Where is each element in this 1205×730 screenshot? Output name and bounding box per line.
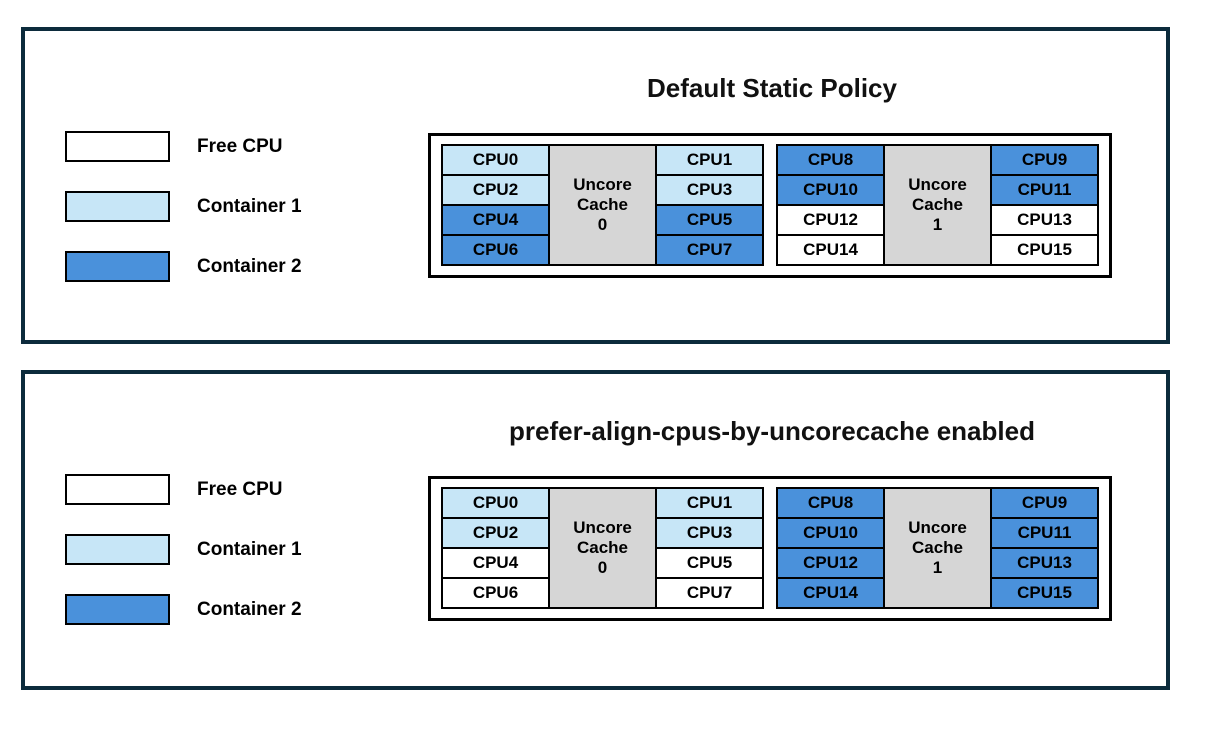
cpu-cell-cpu2: CPU2 [441,517,550,549]
cpu-cell-cpu9: CPU9 [990,144,1099,176]
cpu-cell-cpu6: CPU6 [441,234,550,266]
legend-swatch-container2 [65,594,170,625]
panel-title: prefer-align-cpus-by-uncorecache enabled [509,416,1035,446]
cpu-cell-cpu15: CPU15 [990,577,1099,609]
cpu-cell-cpu11: CPU11 [990,174,1099,206]
cpu-cell-cpu1: CPU1 [655,144,764,176]
cpu-cell-cpu7: CPU7 [655,577,764,609]
cpu-cell-cpu3: CPU3 [655,174,764,206]
uncore-cache-label-line: Cache [911,538,964,557]
legend-label: Container 2 [197,255,302,277]
cpu-cell-cpu4: CPU4 [441,204,550,236]
legend-item: Free CPU [65,131,302,162]
policy-panel: Default Static Policy Free CPU Container … [21,27,1170,344]
uncore-cache-label-line: Uncore [908,175,967,194]
uncore-cache-label-line: Cache [911,195,964,214]
uncore-cache-label-line: 0 [597,215,608,234]
uncore-cache-label-line: Uncore [573,518,632,537]
cpu-cell-cpu7: CPU7 [655,234,764,266]
legend-label: Free CPU [197,135,283,157]
uncore-cache-label-line: 1 [932,558,943,577]
cpu-cell-cpu8: CPU8 [776,487,885,519]
cpu-cell-cpu5: CPU5 [655,547,764,579]
uncore-cache-label-line: Cache [576,195,629,214]
cpu-cell-cpu3: CPU3 [655,517,764,549]
legend-swatch-free [65,131,170,162]
cpu-cell-cpu15: CPU15 [990,234,1099,266]
cpu-cell-cpu0: CPU0 [441,487,550,519]
uncore-cache-label-line: Uncore [908,518,967,537]
cpu-cell-cpu12: CPU12 [776,547,885,579]
legend-item: Container 1 [65,534,302,565]
uncore-cache-label-line: Uncore [573,175,632,194]
legend-label: Container 1 [197,538,302,560]
legend-swatch-container2 [65,251,170,282]
cpu-cell-cpu1: CPU1 [655,487,764,519]
cpu-cell-cpu13: CPU13 [990,204,1099,236]
cpu-cell-cpu11: CPU11 [990,517,1099,549]
panel-title: Default Static Policy [647,73,897,103]
cpu-cell-cpu13: CPU13 [990,547,1099,579]
cpu-cell-cpu10: CPU10 [776,174,885,206]
legend-swatch-container1 [65,191,170,222]
cpu-cell-cpu2: CPU2 [441,174,550,206]
cpu-cell-cpu6: CPU6 [441,577,550,609]
cpu-cell-cpu9: CPU9 [990,487,1099,519]
legend-label: Free CPU [197,478,283,500]
cpu-cell-cpu14: CPU14 [776,234,885,266]
legend-item: Container 2 [65,594,302,625]
cpu-cell-cpu8: CPU8 [776,144,885,176]
legend-item: Free CPU [65,474,302,505]
cpu-cell-cpu10: CPU10 [776,517,885,549]
legend: Free CPU Container 1 Container 2 [65,474,302,654]
legend-item: Container 1 [65,191,302,222]
legend-label: Container 1 [197,195,302,217]
legend-label: Container 2 [197,598,302,620]
uncore-cache-label-line: Cache [576,538,629,557]
legend-swatch-container1 [65,534,170,565]
uncore-cache-label-line: 1 [932,215,943,234]
legend: Free CPU Container 1 Container 2 [65,131,302,311]
cpu-cell-cpu12: CPU12 [776,204,885,236]
cpu-cell-cpu0: CPU0 [441,144,550,176]
uncore-cache-label-line: 0 [597,558,608,577]
cpu-cell-cpu5: CPU5 [655,204,764,236]
legend-item: Container 2 [65,251,302,282]
cpu-cell-cpu4: CPU4 [441,547,550,579]
policy-panel: prefer-align-cpus-by-uncorecache enabled… [21,370,1170,690]
legend-swatch-free [65,474,170,505]
cpu-cell-cpu14: CPU14 [776,577,885,609]
